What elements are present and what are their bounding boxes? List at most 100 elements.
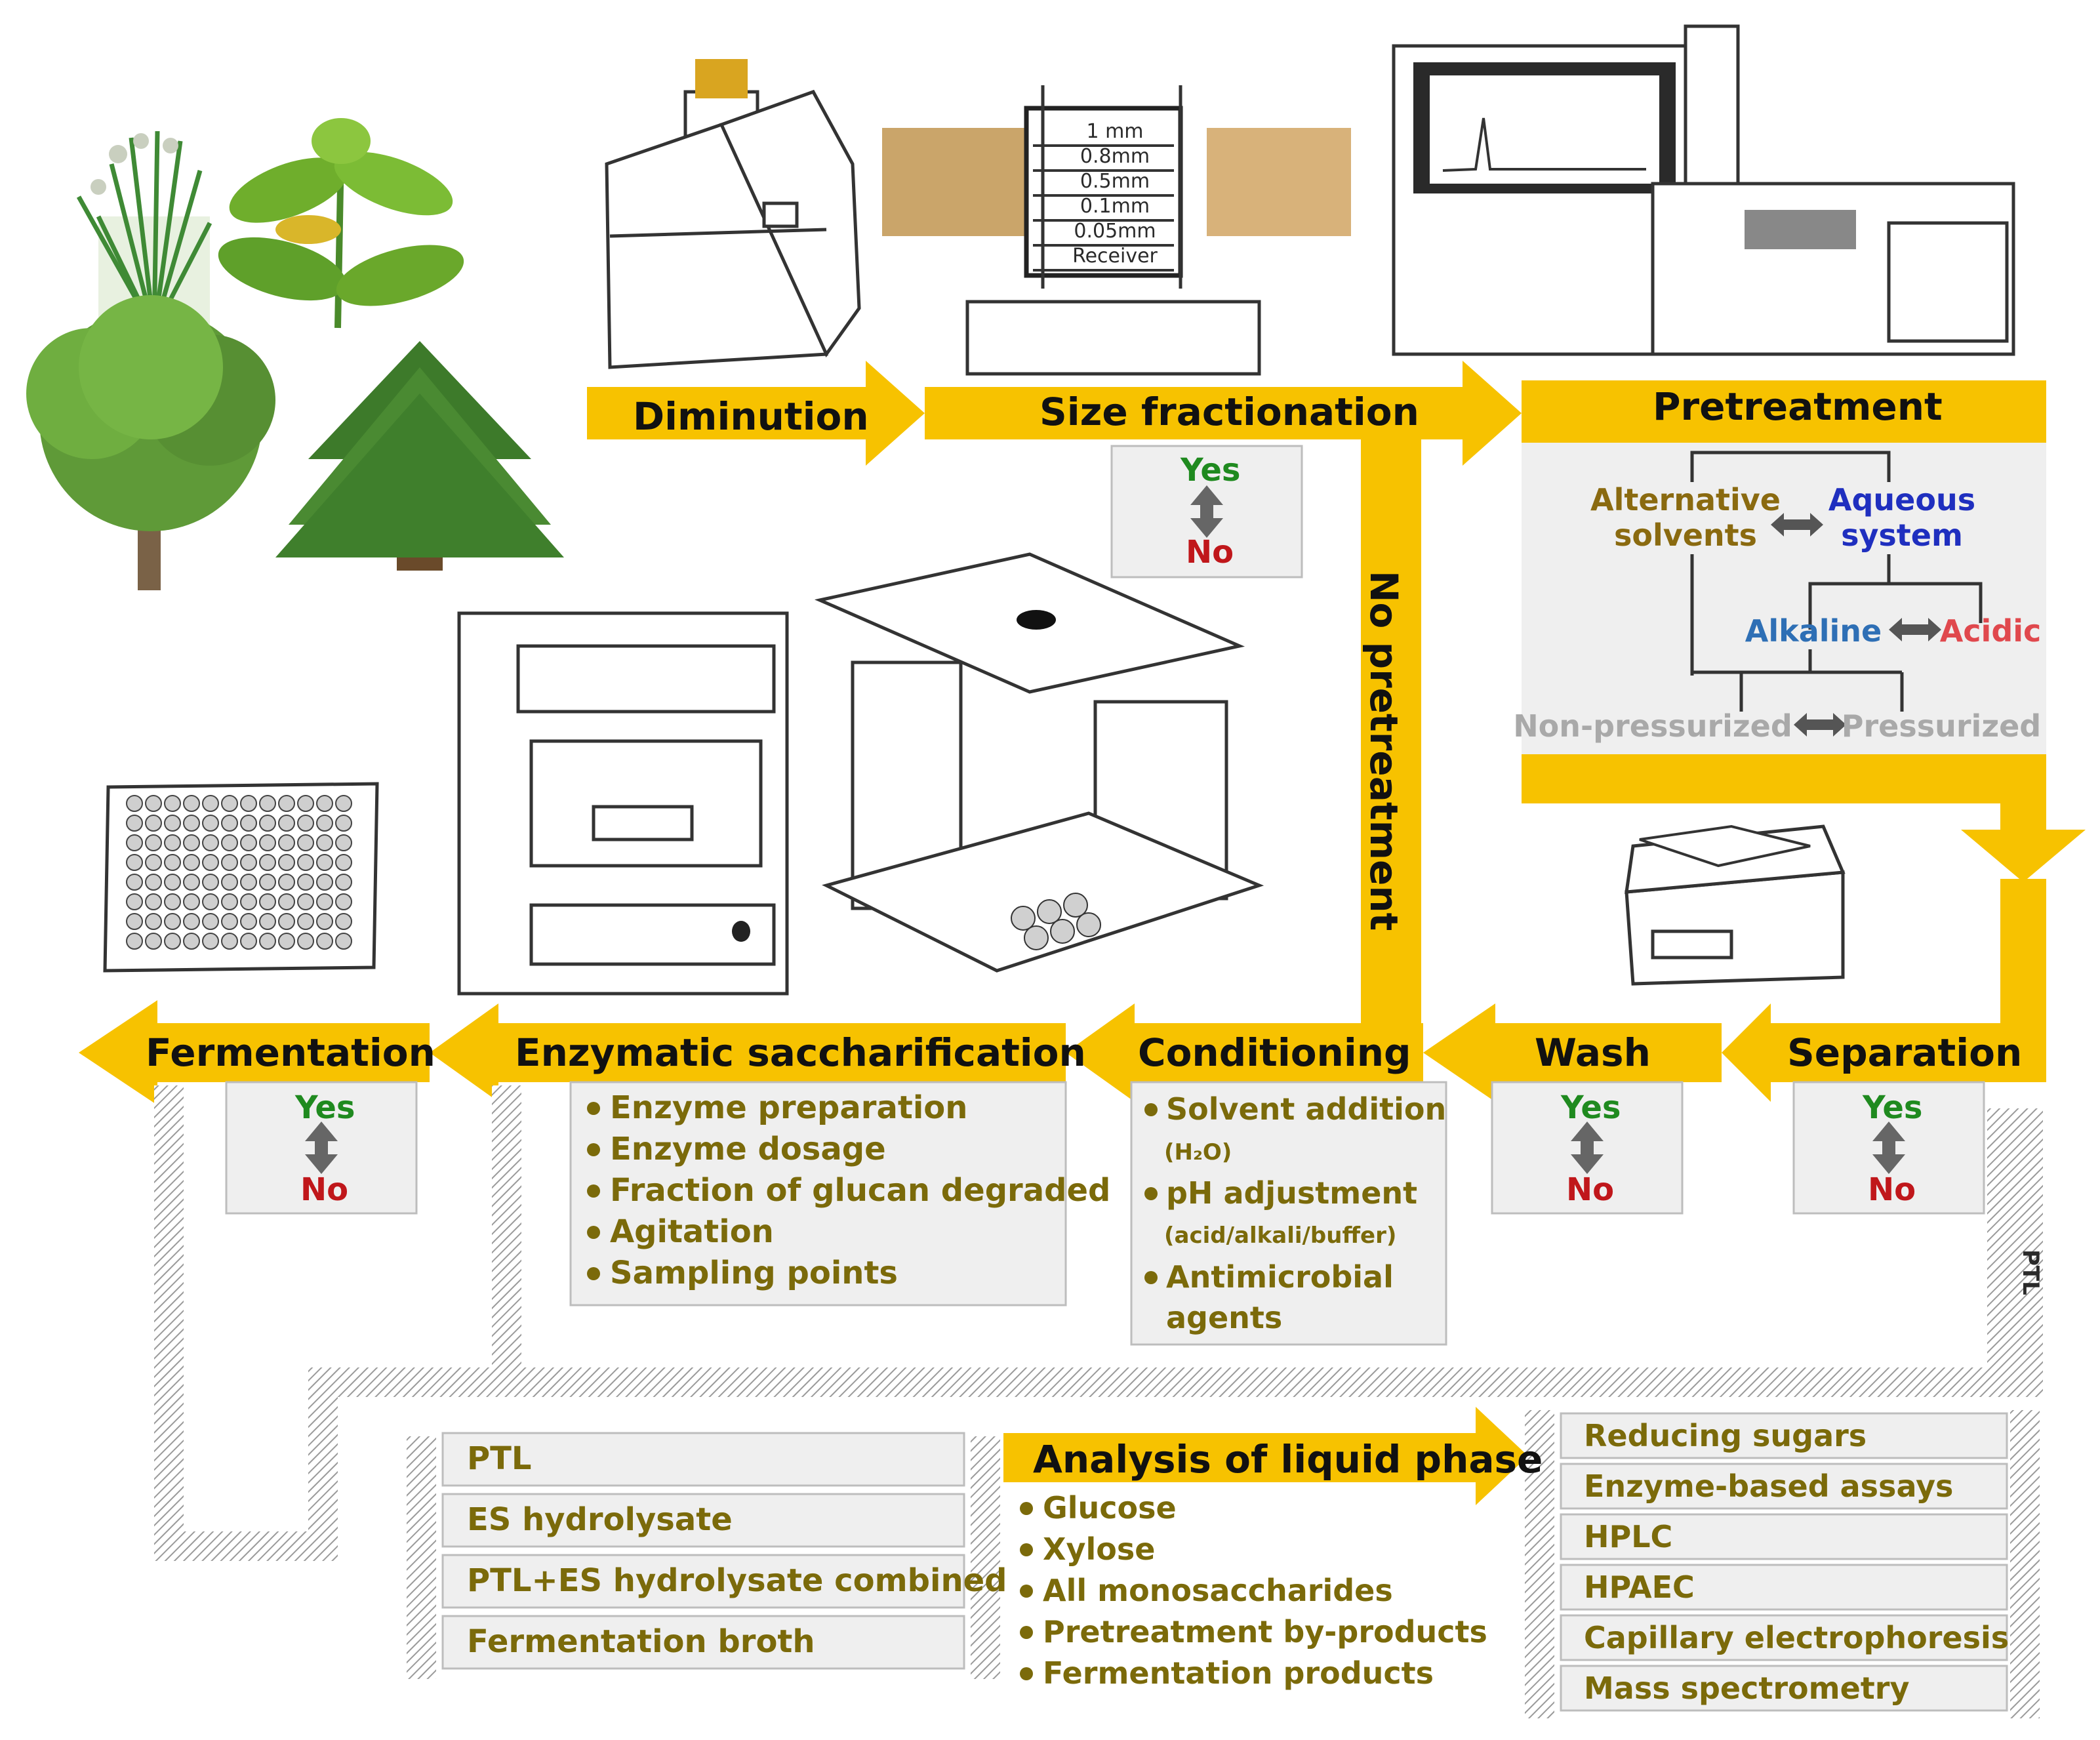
plate-well: [126, 815, 143, 832]
plate-well: [221, 933, 238, 950]
bullet-dot: [1020, 1626, 1033, 1639]
plate-well: [335, 854, 352, 871]
plate-well: [145, 913, 162, 930]
plate-well: [164, 854, 181, 871]
plate-well: [183, 854, 200, 871]
plate-well: [202, 893, 219, 910]
pretreatment-bar: [1522, 380, 2046, 443]
plate-well: [126, 834, 143, 851]
plate-well: [202, 854, 219, 871]
conditioning-list: Solvent addition (H₂O) pH adjustment (ac…: [1144, 1091, 1446, 1335]
plate-well: [164, 913, 181, 930]
plate-well: [240, 933, 257, 950]
plate-well: [126, 933, 143, 950]
plate-well: [278, 834, 295, 851]
plate-well: [278, 913, 295, 930]
plate-well: [202, 933, 219, 950]
conditioning-item-ph: pH adjustment: [1166, 1175, 1417, 1211]
fermentation-yes: Yes: [294, 1089, 355, 1126]
plate-well: [126, 874, 143, 891]
plate-well: [221, 893, 238, 910]
plate-well: [145, 874, 162, 891]
plate-well: [221, 854, 238, 871]
plate-well: [335, 834, 352, 851]
size-yes: Yes: [1180, 452, 1240, 489]
method-item: Mass spectrometry: [1584, 1670, 1909, 1706]
mill-illustration: [605, 59, 861, 369]
plate-well: [240, 913, 257, 930]
down-arrow: [1961, 830, 2086, 882]
ptl-side-tag: PTL: [2017, 1249, 2044, 1295]
saccharification-item: Sampling points: [610, 1255, 898, 1291]
plate-well: [240, 893, 257, 910]
stage-pretreatment: Pretreatment: [1653, 384, 1943, 429]
stage-separation: Separation: [1787, 1030, 2022, 1075]
plate-well: [259, 854, 276, 871]
conditioning-box: [1130, 1081, 1447, 1346]
plate-well: [316, 854, 333, 871]
saccharification-item: Enzyme dosage: [610, 1131, 886, 1167]
plate-well: [297, 933, 314, 950]
ptl-return-paths: [154, 1085, 2043, 1718]
wash-no: No: [1566, 1171, 1614, 1208]
pressurized-label: Pressurized: [1842, 708, 2041, 744]
plate-well: [278, 933, 295, 950]
plate-well: [221, 834, 238, 851]
bullet-dot: [587, 1267, 600, 1280]
alkaline-label: Alkaline: [1745, 613, 1882, 649]
plate-well: [335, 874, 352, 891]
no-pretreatment-bar: [1361, 436, 1421, 1049]
plate-well: [221, 913, 238, 930]
alkaline-acidic-double-arrow: [1889, 618, 1941, 641]
plate-well: [126, 854, 143, 871]
stage-enzymatic-saccharification: Enzymatic saccharification: [515, 1030, 1086, 1075]
sieve-size-label: 0.1mm: [1080, 195, 1150, 218]
plate-well: [240, 834, 257, 851]
plate-well: [164, 933, 181, 950]
plate-well: [145, 834, 162, 851]
plate-well: [316, 834, 333, 851]
plate-well: [183, 795, 200, 812]
fermentation-no: No: [300, 1171, 348, 1208]
plate-well: [335, 815, 352, 832]
plate-well: [183, 834, 200, 851]
method-item: Capillary electrophoresis: [1584, 1620, 2009, 1655]
stage-size-fractionation: Size fractionation: [1040, 390, 1419, 434]
plate-well: [183, 874, 200, 891]
analyte-item: Pretreatment by-products: [1043, 1614, 1487, 1649]
plate-well: [259, 795, 276, 812]
saccharification-box: [569, 1081, 1067, 1306]
bullet-dot: [1020, 1667, 1033, 1680]
sieve-size-label: 0.8mm: [1080, 145, 1150, 168]
pretreatment-options-panel: [1522, 443, 2046, 754]
plate-well: [145, 893, 162, 910]
plate-well: [278, 874, 295, 891]
plate-well: [297, 893, 314, 910]
pressure-double-arrow: [1794, 713, 1846, 737]
analyte-item: Xylose: [1043, 1531, 1155, 1567]
plate-well: [164, 893, 181, 910]
plate-well: [259, 893, 276, 910]
plate-well: [259, 933, 276, 950]
flow-arrows: [79, 361, 2086, 1505]
acidic-label: Acidic: [1940, 613, 2042, 649]
bullet-dot: [1020, 1502, 1033, 1515]
conditioning-item-solvent-sub: (H₂O): [1164, 1139, 1232, 1165]
size-no: No: [1186, 534, 1234, 571]
plate-well: [202, 874, 219, 891]
plate-well: [297, 815, 314, 832]
conditioning-item-ph-sub: (acid/alkali/buffer): [1164, 1223, 1396, 1249]
plate-well: [221, 795, 238, 812]
sample-boxes: [441, 1432, 965, 1670]
pretreatment-exit-bar: [1522, 754, 2046, 803]
sieve-size-label: Receiver: [1072, 245, 1158, 268]
wash-yes: Yes: [1560, 1089, 1621, 1126]
analyte-item: Glucose: [1043, 1490, 1177, 1526]
plate-well: [335, 893, 352, 910]
plate-well: [221, 874, 238, 891]
plate-well: [126, 913, 143, 930]
sample-item: Fermentation broth: [467, 1623, 815, 1660]
alt-aqueous-double-arrow: [1771, 513, 1823, 536]
